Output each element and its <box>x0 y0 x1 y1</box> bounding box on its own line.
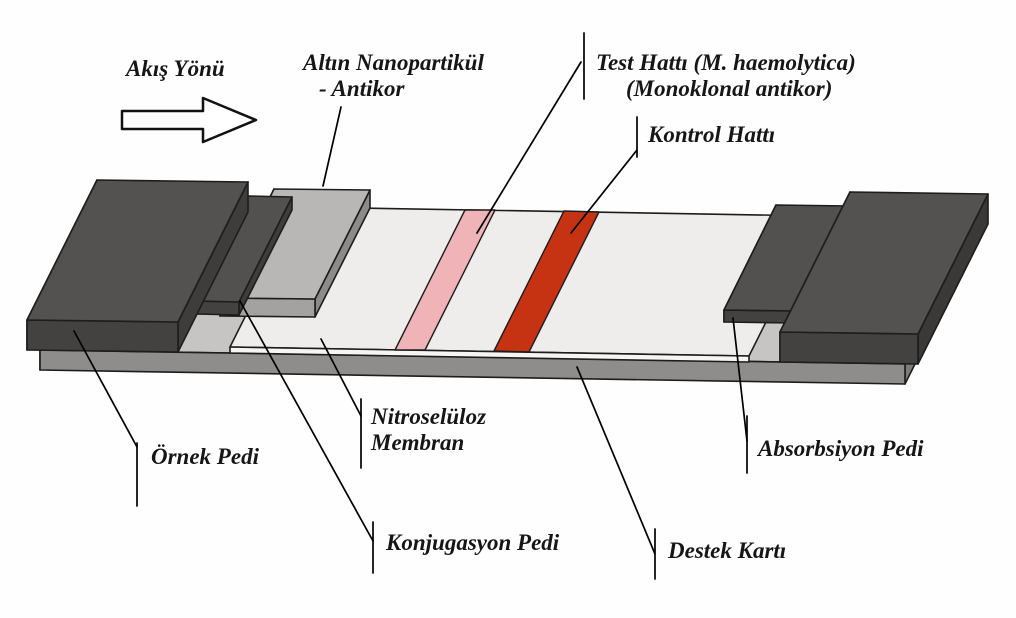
label-flow-direction: Akış Yönü <box>126 56 225 81</box>
leader-backing-card <box>576 366 656 555</box>
leader-test-line <box>476 61 582 234</box>
leader-gold-nanoparticle <box>322 106 342 187</box>
label-gold-nanoparticle: Altın Nanopartikül - Antikor <box>303 50 484 102</box>
label-control-line: Kontrol Hattı <box>648 122 776 147</box>
absorption-pad-top <box>779 191 989 335</box>
sample-pad-top <box>26 179 249 323</box>
leader-conjugate-pad <box>239 300 374 542</box>
label-gold-nanoparticle-line2: - Antikor <box>319 76 405 102</box>
leader-lines <box>73 32 748 580</box>
leader-sample-pad <box>73 330 138 448</box>
membrane-front <box>229 346 750 363</box>
sample-pad-front <box>26 319 179 353</box>
label-test-line-line2: (Monoklonal antikor) <box>626 76 833 102</box>
leader-membrane <box>320 338 362 417</box>
label-test-line-line1: Test Hattı (M. haemolytica) <box>596 50 856 75</box>
control-line-band <box>493 210 600 353</box>
absorption-pad <box>723 191 989 365</box>
label-sample-pad: Örnek Pedi <box>151 444 259 469</box>
label-test-line: Test Hattı (M. haemolytica) (Monoklonal … <box>596 50 856 102</box>
leader-absorption-pad <box>732 317 748 442</box>
leader-control-line <box>570 149 638 234</box>
label-conjugate-pad: Konjugasyon Pedi <box>386 530 560 555</box>
label-backing-card: Destek Kartı <box>668 538 787 563</box>
label-membrane-line2: Membran <box>371 430 465 456</box>
absorption-pad-front <box>779 331 919 365</box>
label-absorption-pad: Absorbsiyon Pedi <box>758 436 924 461</box>
test-line-band <box>394 209 496 351</box>
label-gold-nanoparticle-line1: Altın Nanopartikül <box>303 50 484 75</box>
flow-arrow-icon <box>120 96 258 144</box>
label-membrane: Nitroselüloz Membran <box>371 404 486 456</box>
label-membrane-line1: Nitroselüloz <box>371 404 487 429</box>
sample-pad <box>26 179 293 353</box>
